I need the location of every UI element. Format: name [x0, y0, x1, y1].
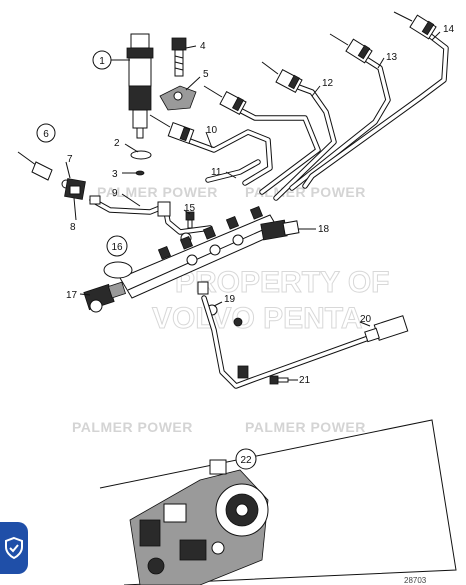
watermark-palmer-bottom-right: PALMER POWER — [245, 419, 366, 435]
pipe-bracket — [269, 375, 289, 385]
svg-text:10: 10 — [206, 125, 218, 136]
callout-20: 20 — [359, 314, 372, 327]
svg-text:21: 21 — [299, 375, 311, 386]
drawing-number: 28703 — [404, 576, 427, 585]
callout-2: 2 — [114, 138, 139, 153]
callout-11: 11 — [211, 167, 237, 179]
watermark-volvo-line1: PROPERTY OF — [175, 266, 389, 299]
washer-small — [135, 170, 145, 176]
high-pressure-pump — [129, 459, 269, 585]
injector-tips — [149, 11, 437, 144]
svg-text:20: 20 — [360, 314, 372, 325]
callout-16: 16 — [106, 235, 128, 257]
bolt — [171, 37, 187, 77]
shield-check-icon[interactable] — [0, 522, 28, 574]
svg-text:11: 11 — [211, 167, 222, 178]
svg-text:8: 8 — [70, 222, 76, 233]
svg-text:9: 9 — [112, 188, 118, 199]
callout-8: 8 — [70, 197, 77, 233]
svg-text:5: 5 — [203, 69, 209, 80]
callout-18: 18 — [298, 224, 330, 235]
pressure-pipes — [173, 25, 449, 201]
callout-14: 14 — [431, 24, 455, 41]
pump-group-frame — [99, 419, 457, 585]
fuel-feed-pipe — [201, 295, 409, 389]
rail-cap — [103, 261, 133, 279]
svg-text:14: 14 — [443, 24, 455, 35]
svg-text:16: 16 — [111, 242, 123, 253]
svg-text:3: 3 — [112, 169, 118, 180]
callout-21: 21 — [288, 375, 311, 386]
callout-12: 12 — [311, 78, 334, 97]
callout-3: 3 — [112, 169, 136, 180]
callout-5: 5 — [185, 69, 209, 91]
watermark-palmer-bottom: PALMER POWER — [72, 419, 193, 435]
callout-22: 22 — [235, 448, 257, 470]
callout-17: 17 — [66, 290, 91, 301]
callout-13: 13 — [377, 52, 398, 69]
svg-text:1: 1 — [99, 56, 105, 67]
svg-text:22: 22 — [240, 455, 252, 466]
callout-4: 4 — [185, 41, 206, 52]
callout-9: 9 — [112, 188, 141, 207]
svg-text:2: 2 — [114, 138, 120, 149]
svg-text:7: 7 — [67, 154, 73, 165]
callout-7: 7 — [65, 154, 73, 179]
pressure-limiting-valve — [83, 281, 127, 313]
callout-1: 1 — [92, 50, 130, 70]
callout-15: 15 — [183, 203, 196, 215]
svg-text:4: 4 — [200, 41, 206, 52]
callout-6: 6 — [36, 123, 56, 143]
callout-19: 19 — [213, 294, 236, 307]
svg-text:19: 19 — [224, 294, 236, 305]
temperature-sensor — [17, 151, 86, 200]
watermark-palmer-top: PALMER POWER — [97, 184, 218, 200]
callout-10: 10 — [205, 125, 218, 149]
injector — [126, 33, 154, 139]
svg-text:6: 6 — [43, 129, 49, 140]
svg-text:12: 12 — [322, 78, 334, 89]
rail-pressure-sensor — [260, 219, 300, 241]
watermark-volvo-line2: VOLVO PENTA — [152, 302, 363, 335]
sealing-washer — [130, 150, 152, 160]
svg-text:13: 13 — [386, 52, 398, 63]
svg-text:18: 18 — [318, 224, 330, 235]
svg-text:17: 17 — [66, 290, 78, 301]
svg-text:15: 15 — [184, 203, 196, 214]
screw — [185, 211, 195, 229]
